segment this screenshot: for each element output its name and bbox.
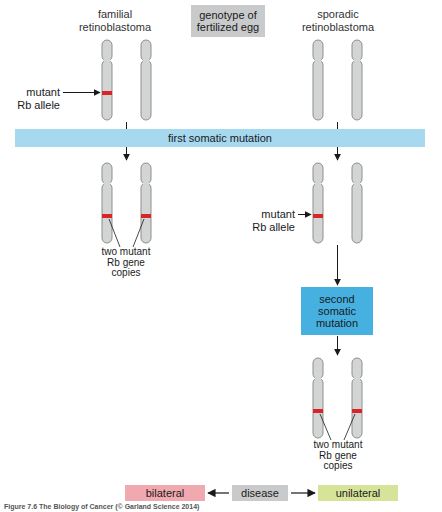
annotation-label: two mutant Rb gene copies: [313, 440, 363, 472]
step-arrow: [337, 245, 338, 285]
disease-box: disease: [232, 485, 288, 501]
node-text: unilateral: [336, 487, 381, 499]
chromosome: [102, 40, 112, 120]
leader-line: [109, 219, 120, 247]
chromosome: [102, 163, 112, 243]
annotation-label: two mutant Rb gene copies: [101, 247, 151, 279]
chromosome: [352, 40, 362, 120]
node-text: bilateral: [146, 487, 185, 499]
node-text: genotype of fertilized egg: [195, 9, 261, 33]
mutation-band: first somatic mutation: [15, 129, 425, 147]
pointer-arrow: [63, 92, 100, 93]
mutant-band: [352, 409, 362, 413]
chromosome: [352, 358, 362, 438]
connector-arrow: [291, 492, 315, 493]
chromosome: [313, 40, 323, 120]
annotation-label: sporadic retinoblastoma: [296, 8, 380, 34]
annotation-label: mutant Rb allele: [10, 86, 60, 112]
chromosome: [313, 358, 323, 438]
mutant-band: [102, 91, 112, 95]
mutation-box: second somatic mutation: [301, 287, 373, 335]
chromosome: [352, 163, 362, 243]
node-text: first somatic mutation: [168, 132, 272, 144]
node-text: second somatic mutation: [305, 293, 369, 329]
genotype-box: genotype of fertilized egg: [191, 5, 265, 37]
annotation-label: familial retinoblastoma: [70, 8, 160, 34]
node-text: disease: [241, 487, 279, 499]
chromosome: [141, 40, 151, 120]
chromosome: [313, 163, 323, 243]
figure-caption: Figure 7.6 The Biology of Cancer (© Garl…: [4, 502, 199, 511]
leader-line: [133, 219, 144, 247]
chromosome: [141, 163, 151, 243]
mutant-band: [313, 214, 323, 218]
mutant-band: [141, 214, 151, 218]
mutant-band: [313, 409, 323, 413]
pointer-arrow: [298, 214, 311, 215]
outcome-box: bilateral: [125, 485, 205, 501]
leader-line: [344, 414, 355, 440]
connector-arrow: [208, 492, 229, 493]
mutant-band: [102, 214, 112, 218]
annotation-label: mutant Rb allele: [245, 208, 295, 234]
leader-line: [320, 414, 331, 440]
step-arrow: [337, 336, 338, 355]
outcome-box: unilateral: [318, 485, 398, 501]
